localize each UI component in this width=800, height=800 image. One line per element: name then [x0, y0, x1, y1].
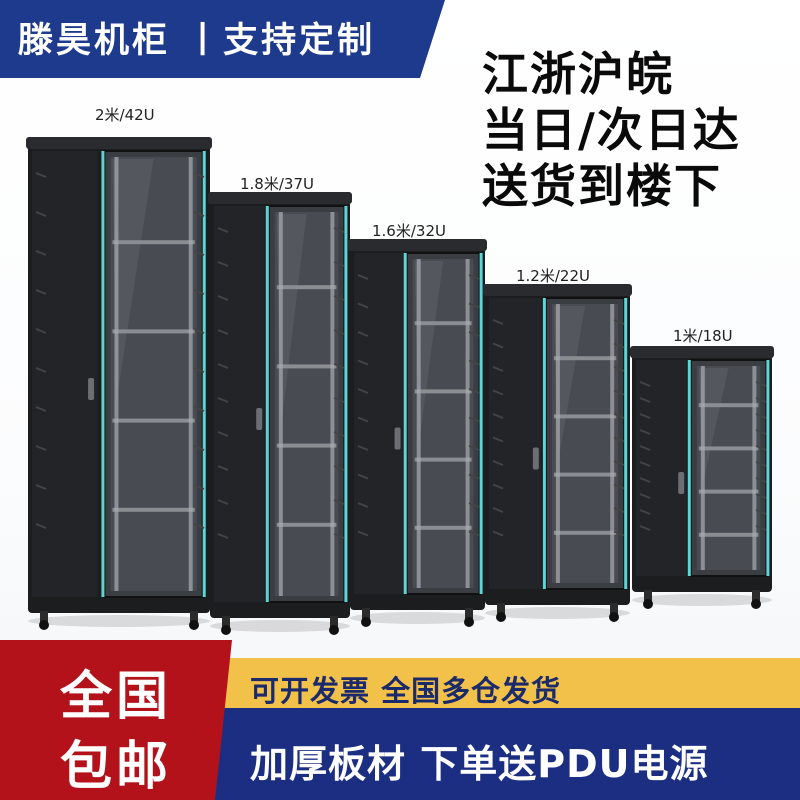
size-label-1-6m: 1.6米/32U — [372, 222, 446, 240]
cabinet-1-8m — [208, 192, 352, 635]
size-label-1-8m: 1.8米/37U — [240, 175, 314, 193]
promo-bar-bg — [0, 640, 800, 800]
cabinet-1m — [630, 346, 774, 609]
cabinet-1-2m — [483, 284, 632, 622]
size-label-1m: 1米/18U — [673, 327, 733, 345]
cabinet-2m — [26, 137, 212, 630]
delivery-headline: 江浙沪皖 当日/次日达 送货到楼下 — [482, 46, 794, 214]
top-banner-bg — [0, 0, 445, 78]
headline-line-region: 江浙沪皖 — [482, 47, 674, 101]
free-shipping-line1: 全国 — [60, 667, 173, 727]
headline-line-doorstep: 送货到楼下 — [482, 159, 722, 213]
headline-line-delivery: 当日/次日达 — [482, 103, 741, 157]
brand-title: 滕昊机柜 丨支持定制 — [18, 21, 376, 61]
cabinet-1-6m — [348, 239, 487, 627]
thick-plate-pdu-text: 加厚板材 下单送PDU电源 — [250, 742, 709, 786]
size-label-1-2m: 1.2米/22U — [516, 267, 590, 285]
invoice-warehouse-text: 可开发票 全国多仓发货 — [250, 674, 562, 708]
size-label-2m: 2米/42U — [95, 106, 155, 124]
free-shipping-line2: 包邮 — [60, 737, 173, 797]
